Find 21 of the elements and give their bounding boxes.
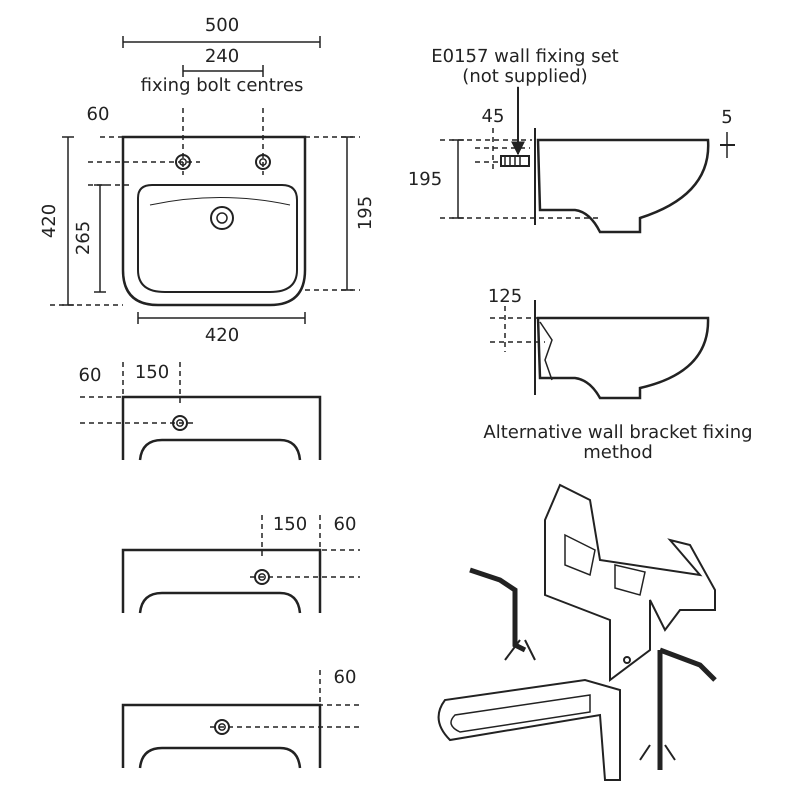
dimension-label: 420	[204, 326, 240, 346]
dimension-label: 240	[204, 47, 240, 67]
note-text: Alternative wall bracket fixing method	[482, 423, 754, 463]
fixing-bolt-picture	[500, 154, 530, 168]
dimension-label: 60	[334, 668, 356, 688]
dimension-label: 60	[334, 515, 356, 535]
dimension-label: 60	[86, 105, 110, 125]
dimension-label: 265	[74, 220, 94, 256]
dimension-label: 150	[272, 515, 308, 535]
dimension-label: 60	[78, 366, 102, 386]
note-text: E0157 wall fixing set (not supplied)	[418, 47, 632, 87]
dimension-label: 500	[204, 16, 240, 36]
dimension-label: 195	[408, 170, 442, 190]
dimension-label: 195	[356, 196, 376, 230]
dimension-label: 150	[134, 363, 170, 383]
dimension-label: 45	[482, 107, 504, 127]
dimension-label: 5	[721, 108, 733, 128]
dimension-label: 125	[488, 287, 522, 307]
note-text: fixing bolt centres	[140, 76, 304, 96]
dimension-label: 420	[40, 204, 60, 238]
leader-line	[511, 86, 525, 156]
